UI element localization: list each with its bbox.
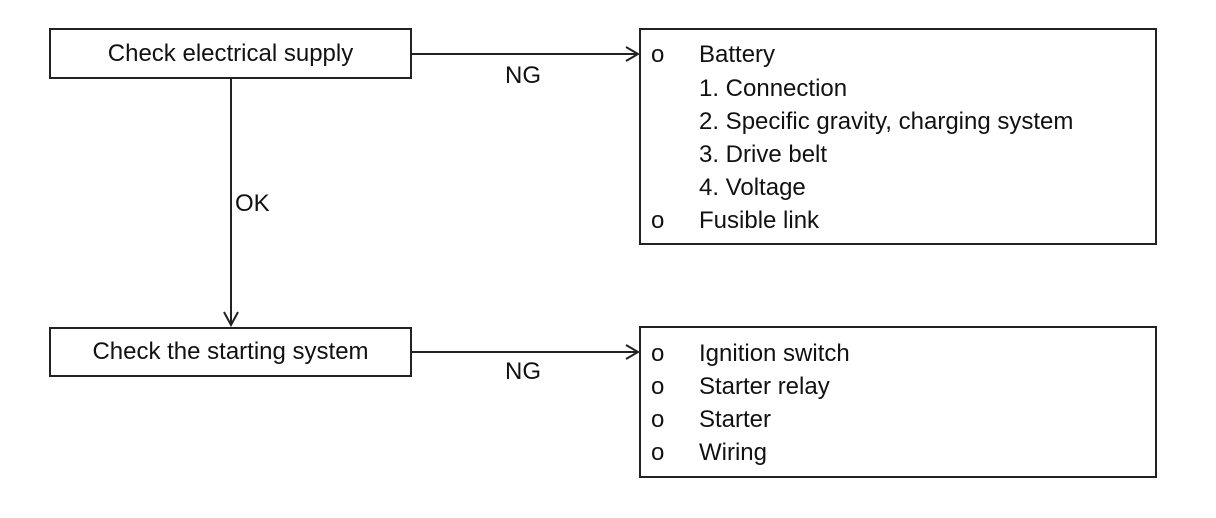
supply-causes-box: o Battery 1. Connection 2. Specific grav… xyxy=(639,28,1157,245)
cause-item-label: Ignition switch xyxy=(699,340,850,367)
check-starting-system-label: Check the starting system xyxy=(92,338,369,365)
starting-causes-box: o Ignition switch o Starter relay o Star… xyxy=(639,326,1157,478)
bullet-marker: o xyxy=(651,439,665,466)
cause-fusible-link-label: Fusible link xyxy=(699,207,820,234)
check-electrical-supply-box: Check electrical supply xyxy=(49,28,412,79)
cause-battery-label: Battery xyxy=(699,41,776,68)
cause-item-label: Starter xyxy=(699,406,772,433)
bullet-marker: o xyxy=(651,373,665,400)
battery-check-label: 1. Connection xyxy=(699,75,848,102)
supply-ng-label: NG xyxy=(505,62,541,89)
supply-ok-label: OK xyxy=(235,190,270,217)
arrowhead-supply-ok xyxy=(223,311,239,328)
battery-check-label: 4. Voltage xyxy=(699,174,806,201)
bullet-marker: o xyxy=(651,406,665,433)
starting-ng-label: NG xyxy=(505,358,541,385)
check-electrical-supply-label: Check electrical supply xyxy=(107,39,354,67)
cause-item-label: Wiring xyxy=(699,439,768,466)
arrowhead-starting-ng xyxy=(625,344,640,360)
cause-item-label: Starter relay xyxy=(699,373,830,400)
arrowhead-supply-ng xyxy=(625,46,640,62)
bullet-marker: o xyxy=(651,207,665,234)
check-starting-system-box: Check the starting system xyxy=(49,327,412,377)
bullet-marker: o xyxy=(651,41,665,68)
battery-check-label: 3. Drive belt xyxy=(699,141,828,168)
bullet-marker: o xyxy=(651,340,665,367)
battery-check-label: 2. Specific gravity, charging system xyxy=(699,108,1074,135)
